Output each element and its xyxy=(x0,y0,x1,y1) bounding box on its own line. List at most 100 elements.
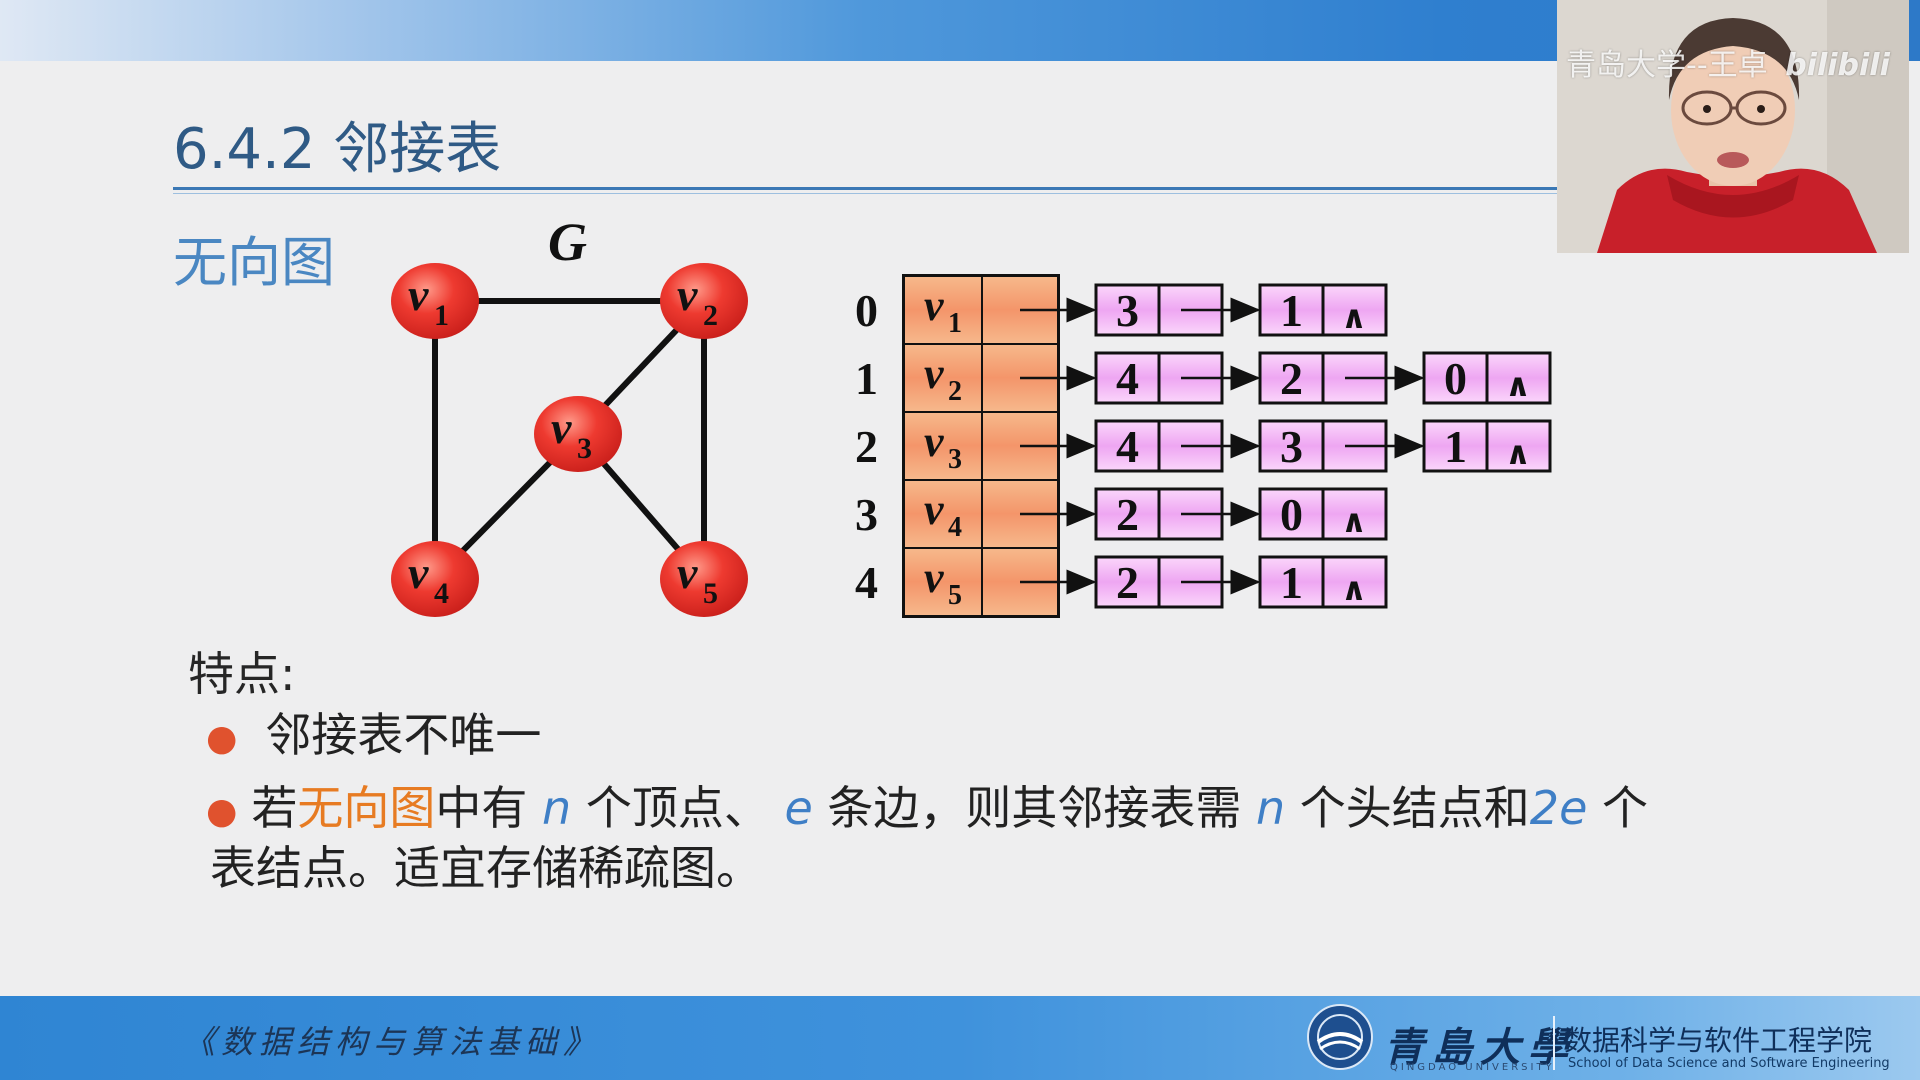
feature-variable-e: e xyxy=(784,781,813,835)
graph-vertex-v2: v 2 xyxy=(660,263,748,339)
school-name-en: School of Data Science and Software Engi… xyxy=(1568,1056,1890,1071)
head-vertex-subscript: 4 xyxy=(948,512,962,543)
vertex-subscript: 4 xyxy=(434,577,449,610)
list-node-adjvex-cell xyxy=(1094,419,1161,473)
list-node-value: 1 xyxy=(1280,285,1303,336)
list-node-value: 2 xyxy=(1116,489,1139,540)
feature-text-part: 中有 xyxy=(435,781,543,835)
slide-footer xyxy=(0,996,1920,1080)
list-node-adjvex-cell xyxy=(1258,283,1325,337)
book-title: 《数据结构与算法基础》 xyxy=(183,1023,602,1061)
presenter-avatar xyxy=(1557,0,1909,253)
title-divider-thin xyxy=(173,193,1558,194)
head-vertex-label: v xyxy=(924,485,944,534)
vertex-subscript: 1 xyxy=(434,299,449,332)
bullet-dot-icon: ● xyxy=(206,790,238,832)
vertex-subscript: 5 xyxy=(703,577,718,610)
list-node-value: 3 xyxy=(1116,285,1139,336)
list-node-next-cell xyxy=(1321,283,1388,337)
list-node-adjvex-cell xyxy=(1258,419,1325,473)
null-pointer-symbol: ∧ xyxy=(1341,570,1367,608)
slide-title: 6.4.2 邻接表 xyxy=(173,117,502,182)
null-pointer-symbol: ∧ xyxy=(1505,366,1531,404)
list-node-value: 4 xyxy=(1116,353,1139,404)
university-name-en: QINGDAO UNIVERSITY xyxy=(1390,1062,1555,1073)
head-vertex-subscript: 1 xyxy=(948,308,962,339)
watermark-text: 青岛大学--王卓 xyxy=(1566,48,1768,83)
list-node-next-cell xyxy=(1321,555,1388,609)
feature-bullet-1: ● 邻接表不唯一 xyxy=(206,705,541,769)
list-node-value: 2 xyxy=(1280,353,1303,404)
vertex-label: v xyxy=(551,402,572,453)
feature-text-part: 个 xyxy=(1587,781,1648,835)
list-node-value: 1 xyxy=(1280,557,1303,608)
feature-text-part: 若 xyxy=(251,781,298,835)
list-node-adjvex-cell xyxy=(1258,555,1325,609)
bilibili-logo: bilibili xyxy=(1785,48,1890,83)
head-vertex-label: v xyxy=(924,281,944,330)
feature-bullet-2: ●若无向图中有 n 个顶点、 e 条边，则其邻接表需 n 个头结点和2e 个 xyxy=(206,778,1648,842)
list-node-adjvex-cell xyxy=(1094,555,1161,609)
head-index-label: 0 xyxy=(855,285,878,336)
vertex-label: v xyxy=(677,269,698,320)
head-vertex-cell xyxy=(903,343,983,413)
list-node-next-cell xyxy=(1485,351,1552,405)
title-divider xyxy=(173,187,1558,190)
head-vertex-cell xyxy=(903,411,983,481)
list-node-value: 4 xyxy=(1116,421,1139,472)
list-node-adjvex-cell xyxy=(1258,351,1325,405)
head-vertex-subscript: 2 xyxy=(948,376,962,407)
head-vertex-label: v xyxy=(924,553,944,602)
head-index-label: 3 xyxy=(855,489,878,540)
feature-bullet-2-continuation: 表结点。适宜存储稀疏图。 xyxy=(210,841,762,895)
list-node-value: 1 xyxy=(1444,421,1467,472)
feature-variable-2e: 2e xyxy=(1529,781,1588,835)
graph-vertex-v3: v 3 xyxy=(534,396,622,472)
vertex-label: v xyxy=(677,547,698,598)
school-name: 数据科学与软件工程学院 xyxy=(1564,1024,1873,1057)
footer-divider xyxy=(1553,1016,1555,1070)
features-heading: 特点: xyxy=(188,647,296,701)
vertex-label: v xyxy=(408,547,429,598)
head-index-label: 1 xyxy=(855,353,878,404)
vertex-label: v xyxy=(408,269,429,320)
webcam-video xyxy=(1557,0,1909,253)
list-node-adjvex-cell xyxy=(1094,351,1161,405)
feature-highlight: 无向图 xyxy=(297,781,436,835)
null-pointer-symbol: ∧ xyxy=(1505,434,1531,472)
head-vertex-label: v xyxy=(924,417,944,466)
list-node-value: 2 xyxy=(1116,557,1139,608)
feature-text-part: 个顶点、 xyxy=(571,781,785,835)
vertex-subscript: 3 xyxy=(577,432,592,465)
feature-variable-n: n xyxy=(542,781,572,835)
university-name: 青島大學 xyxy=(1384,1024,1576,1071)
head-pointer-cell xyxy=(981,411,1059,481)
head-vertex-label: v xyxy=(924,349,944,398)
feature-text-part: 条边，则其邻接表需 xyxy=(812,781,1257,835)
feature-bullet-1-text: 邻接表不唯一 xyxy=(265,708,542,762)
list-node-next-cell xyxy=(1321,487,1388,541)
head-vertex-subscript: 3 xyxy=(948,444,962,475)
head-index-label: 2 xyxy=(855,421,878,472)
list-node-next-cell xyxy=(1485,419,1552,473)
list-node-value: 0 xyxy=(1280,489,1303,540)
head-vertex-subscript: 5 xyxy=(948,580,962,611)
webcam-watermark: 青岛大学--王卓 bilibili xyxy=(1566,40,1890,84)
head-vertex-cell xyxy=(903,275,983,345)
university-logo-icon xyxy=(1307,1004,1373,1070)
head-index-label: 4 xyxy=(855,557,878,608)
section-label: 无向图 xyxy=(173,231,335,294)
list-node-adjvex-cell xyxy=(1094,283,1161,337)
head-vertex-cell xyxy=(903,547,983,617)
null-pointer-symbol: ∧ xyxy=(1341,298,1367,336)
list-node-value: 0 xyxy=(1444,353,1467,404)
head-vertex-cell xyxy=(903,479,983,549)
graph-name: G xyxy=(548,212,587,272)
bullet-dot-icon: ● xyxy=(206,717,238,759)
feature-variable-n: n xyxy=(1256,781,1286,835)
graph-vertex-v1: v 1 xyxy=(391,263,479,339)
adjacency-diagram: G v 1 v 2 v xyxy=(391,212,1552,618)
graph-vertex-v5: v 5 xyxy=(660,541,748,617)
